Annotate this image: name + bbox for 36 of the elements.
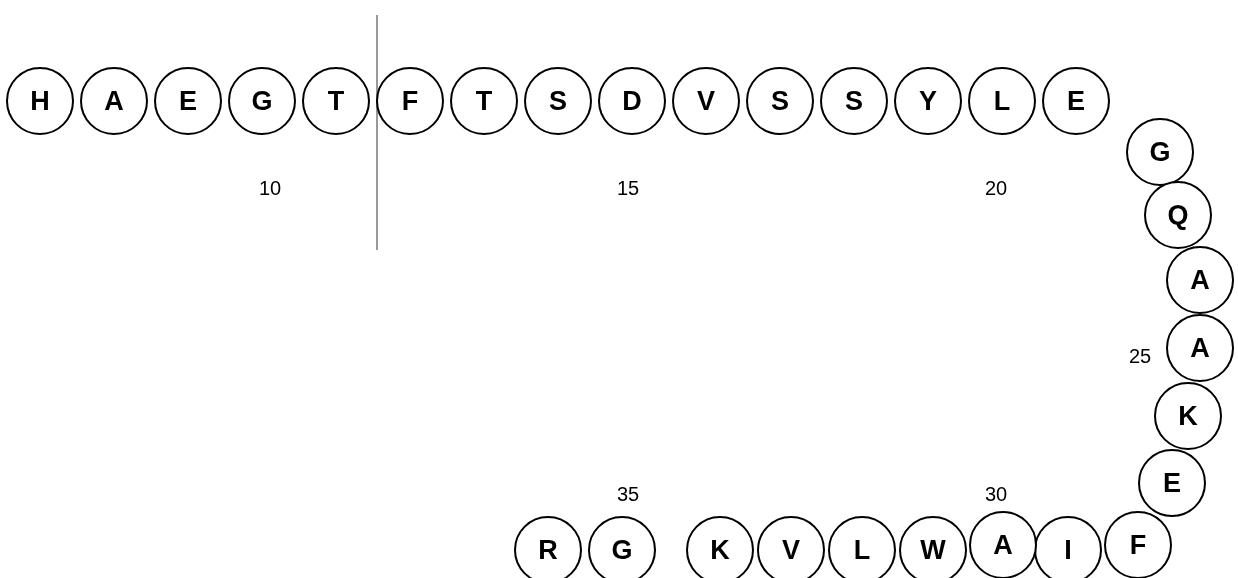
residue-circle: E	[1042, 67, 1110, 135]
residue-circle: A	[80, 67, 148, 135]
residue-number: 35	[616, 482, 640, 506]
residue-circle: G	[588, 516, 656, 578]
residue-circle: W	[899, 516, 967, 578]
residue-circle: G	[228, 67, 296, 135]
residue-circle: A	[1166, 246, 1234, 314]
residue-circle: I	[1034, 516, 1102, 578]
residue-circle: S	[820, 67, 888, 135]
residue-circle: S	[746, 67, 814, 135]
residue-circle: V	[757, 516, 825, 578]
residue-circle: L	[828, 516, 896, 578]
residue-circle: F	[376, 67, 444, 135]
residue-number: 25	[1128, 344, 1152, 368]
residue-circle: Y	[894, 67, 962, 135]
residue-circle: S	[524, 67, 592, 135]
residue-circle: R	[514, 516, 582, 578]
residue-circle: Q	[1144, 181, 1212, 249]
residue-circle: K	[1154, 382, 1222, 450]
residue-circle: T	[450, 67, 518, 135]
residue-circle: K	[686, 516, 754, 578]
residue-circle: A	[1166, 314, 1234, 382]
residue-circle: V	[672, 67, 740, 135]
residue-circle: D	[598, 67, 666, 135]
residue-circle: E	[1138, 449, 1206, 517]
residue-circle: L	[968, 67, 1036, 135]
residue-circle: E	[154, 67, 222, 135]
residue-circle: A	[969, 511, 1037, 578]
residue-number: 15	[616, 176, 640, 200]
residue-number: 20	[984, 176, 1008, 200]
residue-number: 30	[984, 482, 1008, 506]
residue-circle: T	[302, 67, 370, 135]
residue-circle: G	[1126, 118, 1194, 186]
residue-circle: H	[6, 67, 74, 135]
residue-number: 10	[258, 176, 282, 200]
residue-circle: F	[1104, 511, 1172, 578]
